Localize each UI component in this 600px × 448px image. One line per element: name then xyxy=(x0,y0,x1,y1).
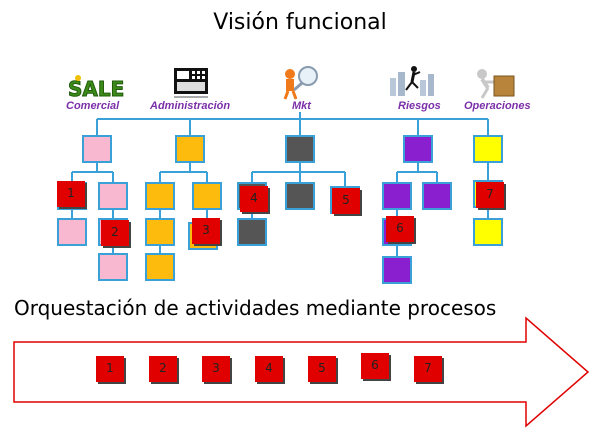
org-box-mkt xyxy=(285,182,315,210)
process-step-1: 1 xyxy=(96,356,124,382)
org-box-mkt xyxy=(237,218,267,246)
process-step-6: 6 xyxy=(361,353,389,379)
activity-marker-1: 1 xyxy=(57,181,85,207)
process-step-7: 7 xyxy=(414,356,442,382)
org-box-administracion xyxy=(145,218,175,246)
activity-marker-4: 4 xyxy=(240,186,268,212)
dept-label-comercial: Comercial xyxy=(66,100,120,112)
process-arrow xyxy=(13,316,590,428)
org-box-riesgos xyxy=(422,182,452,210)
org-box-administracion xyxy=(145,182,175,210)
org-box-operaciones xyxy=(473,218,503,246)
activity-marker-5: 5 xyxy=(332,188,360,214)
process-step-5: 5 xyxy=(308,356,336,382)
process-step-3: 3 xyxy=(202,356,230,382)
svg-text:SALES: SALES xyxy=(68,77,124,101)
dept-label-administracion: Administración xyxy=(150,100,231,112)
org-box-riesgos xyxy=(382,182,412,210)
dept-label-mkt: Mkt xyxy=(292,100,311,112)
org-box-administracion-head xyxy=(175,135,205,163)
org-box-comercial xyxy=(57,218,87,246)
magnifier-figure-icon xyxy=(278,64,324,100)
org-box-comercial xyxy=(98,253,128,281)
org-box-riesgos-head xyxy=(403,135,433,163)
activity-marker-7: 7 xyxy=(476,182,504,208)
org-box-riesgos xyxy=(382,256,412,284)
activity-marker-3: 3 xyxy=(192,218,220,244)
jumping-figure-icon xyxy=(388,64,436,98)
org-box-administracion xyxy=(145,253,175,281)
calculator-icon xyxy=(172,66,212,100)
sales-icon: SALES xyxy=(64,70,139,102)
diagram-title: Visión funcional xyxy=(213,10,387,35)
activity-marker-6: 6 xyxy=(386,216,414,242)
activity-marker-2: 2 xyxy=(101,220,129,246)
org-box-operaciones-head xyxy=(473,135,503,163)
dept-label-riesgos: Riesgos xyxy=(398,100,441,112)
process-title: Orquestación de actividades mediante pro… xyxy=(14,296,497,320)
process-step-2: 2 xyxy=(149,356,177,382)
org-box-comercial-head xyxy=(82,135,112,163)
org-box-mkt-head xyxy=(285,135,315,163)
dept-label-operaciones: Operaciones xyxy=(464,100,531,112)
box-pushing-figure-icon xyxy=(472,66,518,100)
org-box-comercial xyxy=(98,182,128,210)
org-box-administracion xyxy=(192,182,222,210)
process-step-4: 4 xyxy=(255,356,283,382)
